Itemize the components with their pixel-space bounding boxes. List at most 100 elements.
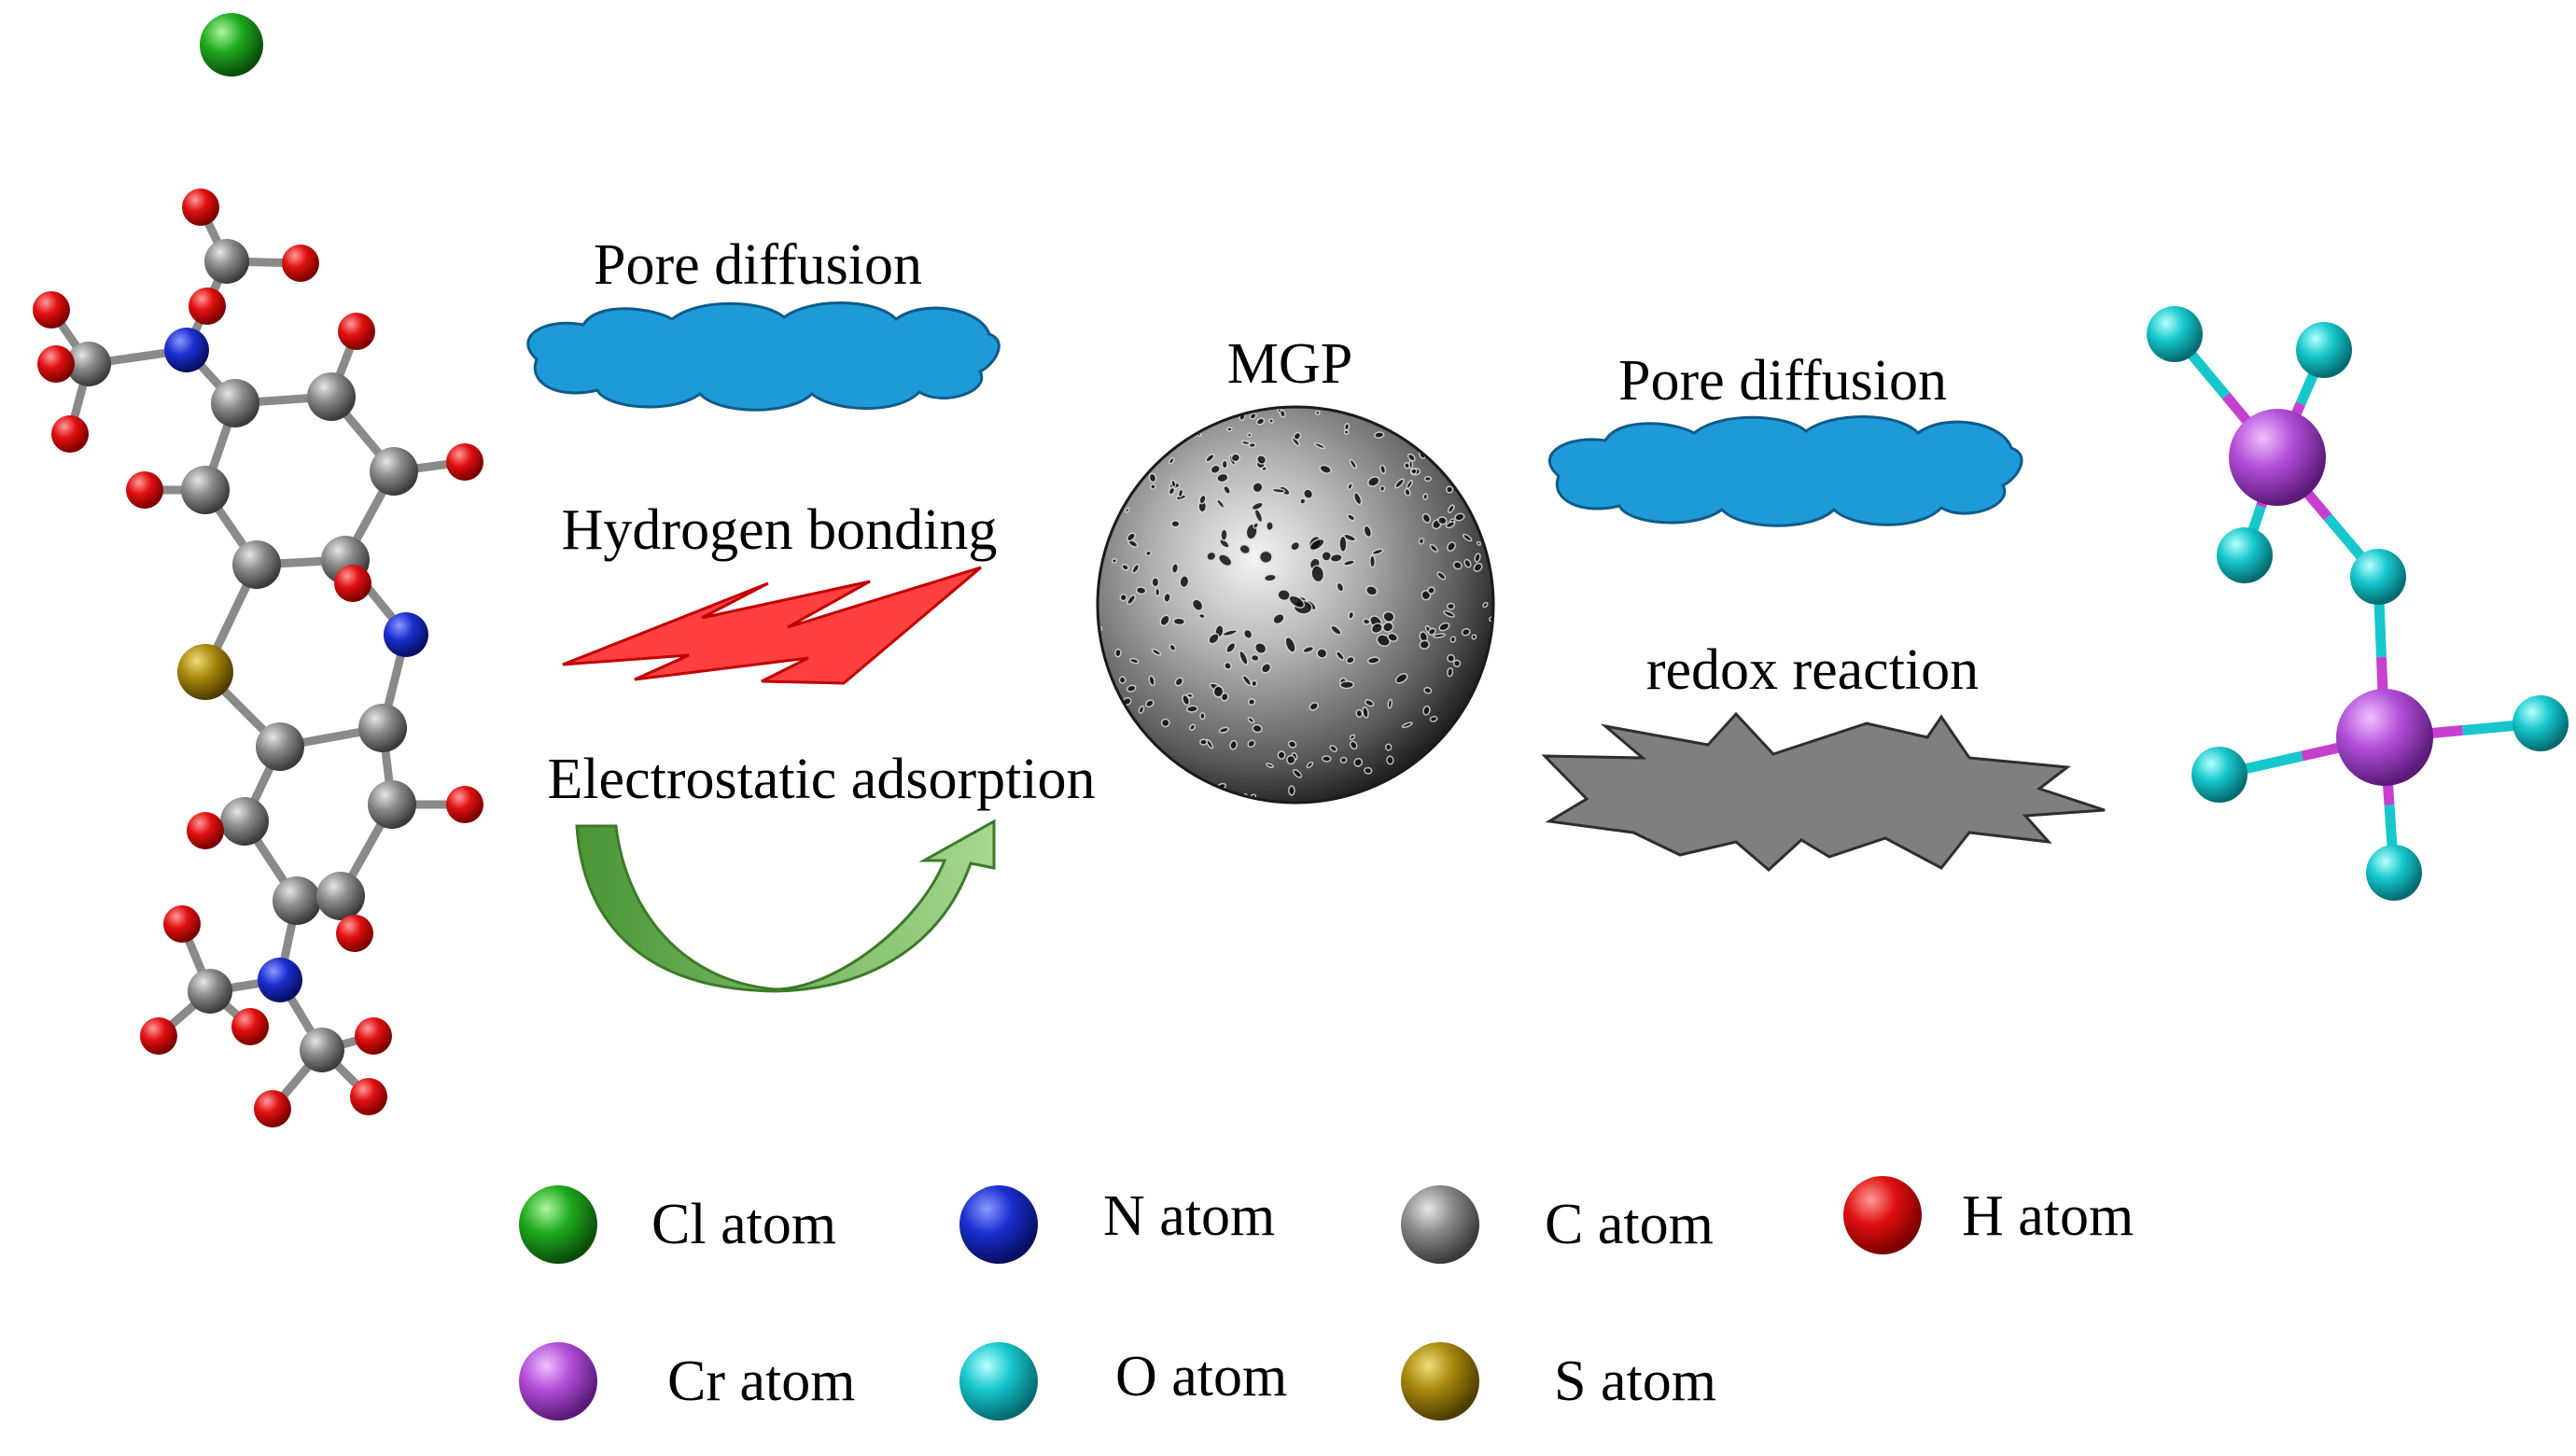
legend-item-cr: Cr atom — [519, 1342, 855, 1421]
pore — [1197, 612, 1206, 620]
pore — [1433, 633, 1446, 638]
cloud-left — [526, 301, 1001, 412]
hydrogen-atom — [37, 345, 75, 383]
chlorine-atom — [200, 13, 263, 77]
pore — [1224, 661, 1232, 670]
pore — [1407, 453, 1416, 462]
carbon-atom — [358, 704, 407, 752]
pore — [1330, 624, 1342, 636]
pore — [1114, 648, 1122, 658]
label-pore-diffusion-right: Pore diffusion — [1618, 349, 1947, 413]
legend-swatch-o-atom — [959, 1342, 1038, 1421]
pore — [1386, 755, 1394, 765]
pore — [1286, 754, 1296, 765]
oxygen-atom — [2350, 549, 2406, 605]
nitrogen-atom — [384, 612, 428, 657]
pore — [1384, 743, 1393, 751]
pore — [1316, 648, 1328, 659]
pore — [1288, 595, 1306, 609]
pore — [1313, 441, 1326, 450]
label-electrostatic-adsorption: Electrostatic adsorption — [547, 748, 1095, 811]
pore — [1151, 577, 1160, 588]
label-mgp: MGP — [1227, 332, 1352, 396]
pore — [1309, 538, 1325, 552]
oxygen-atom — [2513, 695, 2569, 751]
pore — [1230, 453, 1241, 463]
pore — [1329, 553, 1343, 563]
pore — [1168, 456, 1175, 465]
oxygen-atom — [2366, 845, 2422, 901]
pore — [1241, 674, 1253, 687]
carbon-atom — [368, 780, 416, 829]
pore — [1368, 554, 1377, 568]
pore — [1445, 521, 1456, 529]
pore — [1288, 785, 1295, 796]
pore — [1319, 464, 1332, 474]
pore — [1159, 614, 1170, 626]
pore — [1462, 533, 1473, 542]
pore — [1247, 717, 1255, 724]
hydrogen-atom — [51, 415, 89, 453]
label-hydrogen-bonding: Hydrogen bonding — [562, 498, 998, 562]
pore — [1310, 565, 1325, 583]
pore — [1394, 673, 1408, 684]
pore — [1252, 482, 1264, 494]
pore — [1186, 693, 1194, 699]
pore — [1447, 666, 1454, 678]
pore — [1277, 750, 1286, 760]
carbon-atom — [220, 797, 269, 846]
pore — [1348, 610, 1355, 620]
pore — [1168, 486, 1176, 496]
hydrogen-atom — [187, 812, 224, 849]
chromium-atom — [2336, 689, 2433, 786]
pore — [1438, 622, 1450, 632]
pore — [1353, 757, 1364, 767]
pore — [1302, 488, 1314, 499]
pore — [1272, 612, 1285, 625]
pore — [1226, 427, 1233, 432]
pore — [1382, 610, 1395, 623]
pore — [1225, 641, 1237, 653]
pore — [1309, 702, 1319, 711]
pore — [1321, 550, 1333, 562]
pore — [1216, 498, 1225, 509]
hydrogen-atom — [282, 245, 319, 282]
pore — [1145, 699, 1155, 708]
hydrogen-atom — [140, 1017, 177, 1055]
carbon-atom — [273, 876, 321, 925]
pore — [1185, 705, 1198, 713]
pore — [1352, 492, 1363, 506]
pore — [1256, 455, 1267, 465]
pore — [1362, 618, 1371, 625]
pore — [1452, 561, 1463, 570]
legend-item-n: N atom — [959, 1184, 1275, 1264]
pore — [1170, 562, 1180, 574]
hydrogen-atom — [231, 1008, 269, 1045]
carbon-atom — [256, 722, 304, 771]
pore — [1151, 648, 1162, 656]
pore — [1471, 634, 1477, 640]
lightning-bolt — [562, 566, 982, 685]
pore — [1366, 476, 1380, 487]
hydrogen-atom — [338, 313, 375, 350]
pore — [1293, 431, 1302, 441]
pore — [1339, 756, 1348, 764]
pore — [1145, 550, 1152, 557]
carbon-atom — [370, 447, 418, 496]
pore — [1212, 685, 1225, 698]
pore — [1252, 723, 1263, 734]
pore — [1315, 410, 1321, 415]
hydrogen-atom — [33, 291, 70, 329]
pore — [1247, 698, 1256, 707]
pore — [1126, 532, 1136, 542]
pore — [1290, 540, 1301, 552]
pore — [1427, 627, 1436, 636]
curved-arrow — [575, 819, 996, 993]
pore — [1376, 634, 1391, 647]
pore — [1189, 723, 1197, 731]
pore — [1339, 680, 1355, 690]
pore — [1127, 594, 1136, 606]
pore — [1220, 528, 1228, 541]
label-redox-reaction: redox reaction — [1646, 638, 1979, 702]
pore — [1349, 740, 1358, 750]
